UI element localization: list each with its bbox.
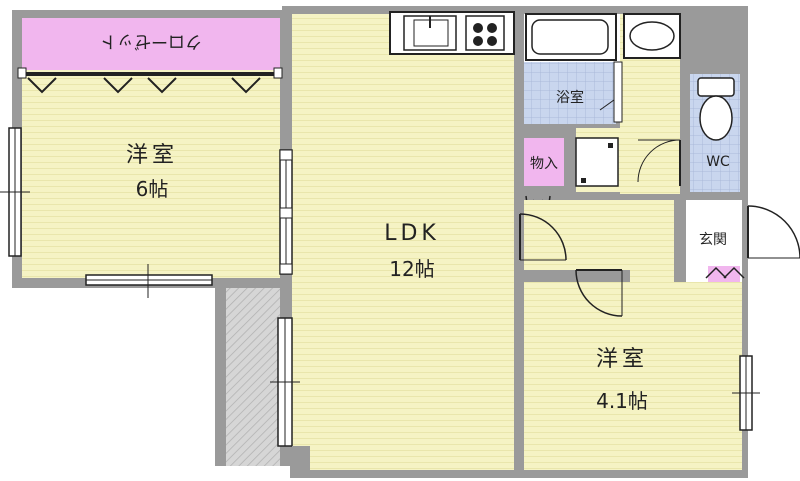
- room-western-41-name: 洋室: [596, 347, 648, 372]
- room-ldk-size: 12帖: [389, 257, 434, 281]
- closet-doors: [27, 77, 261, 94]
- wash-basin: [623, 13, 681, 59]
- storage-label: 物入: [530, 156, 558, 172]
- room-western-6-name: 洋室: [126, 143, 178, 168]
- wc-door: [637, 139, 681, 186]
- window-bottom-6: [85, 264, 213, 298]
- room-ldk-name: LDK: [384, 221, 440, 246]
- bathtub: [525, 13, 617, 61]
- entrance-label: 玄関: [699, 231, 727, 248]
- room-western-41-size: 4.1帖: [596, 389, 648, 413]
- wc-label: WC: [706, 154, 730, 170]
- closet-label: クローゼット: [100, 31, 202, 51]
- storage-area: [524, 138, 564, 190]
- window-ldk-balcony: [270, 317, 300, 447]
- bathroom-floor: [524, 62, 616, 124]
- entrance-door: [747, 205, 800, 259]
- closet-area: [22, 18, 280, 70]
- kitchen-counter: [389, 11, 515, 55]
- room-western-41-floor: [524, 282, 742, 470]
- bath-door: [599, 61, 623, 123]
- bath-label: 浴室: [556, 89, 584, 106]
- ldk-door: [519, 213, 567, 261]
- room-western-6-size: 6帖: [136, 177, 169, 201]
- room-western-6-floor: [22, 70, 280, 278]
- balcony: [226, 288, 280, 468]
- toilet: [697, 77, 735, 141]
- window-left: [0, 127, 30, 257]
- room-41-door: [575, 269, 623, 317]
- window-right-41: [732, 355, 760, 431]
- room-ldk-floor: [292, 14, 514, 470]
